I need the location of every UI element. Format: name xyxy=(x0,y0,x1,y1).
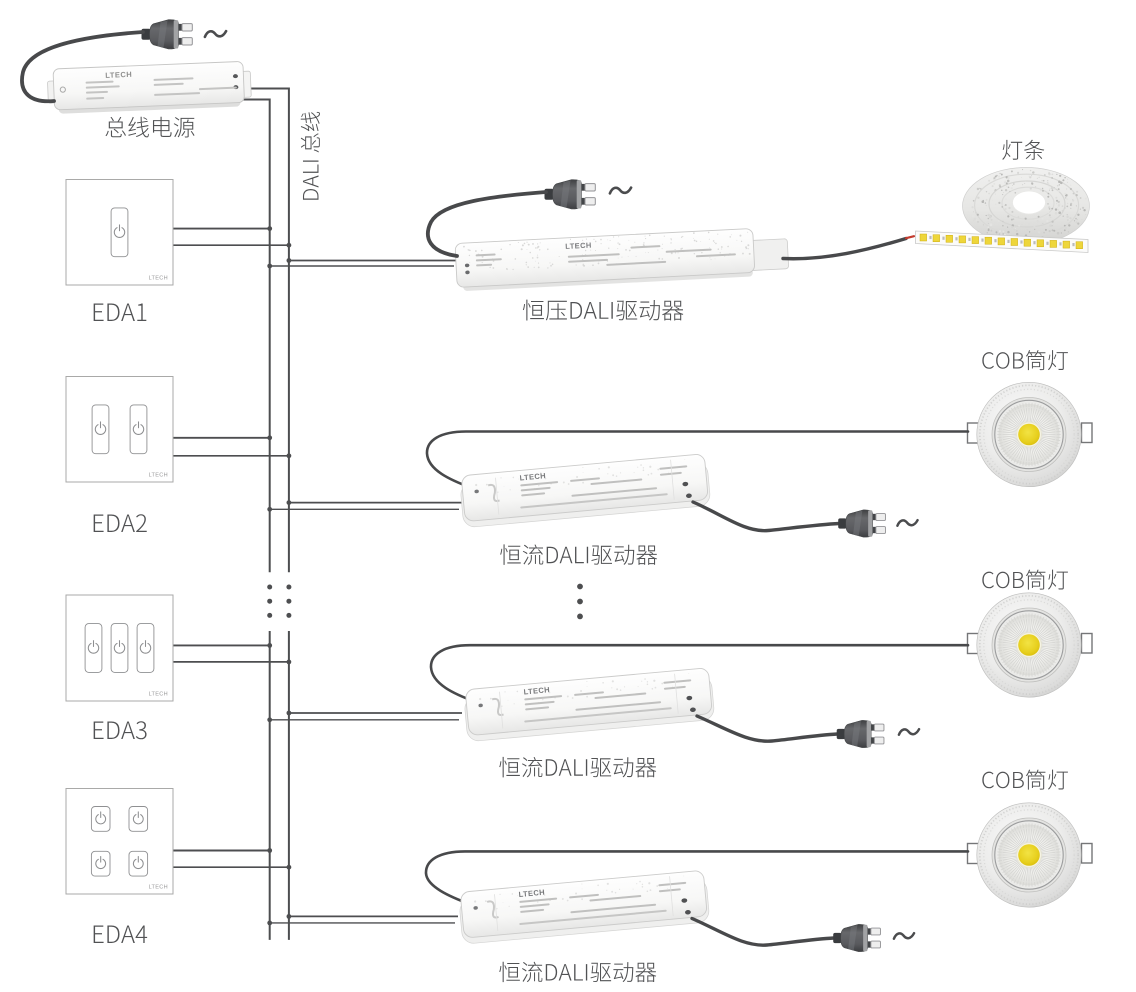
svg-text:LTECH: LTECH xyxy=(565,241,592,251)
svg-text:LTECH: LTECH xyxy=(149,473,168,479)
svg-text:LTECH: LTECH xyxy=(149,885,168,891)
svg-text:LTECH: LTECH xyxy=(149,692,168,698)
svg-text:LTECH: LTECH xyxy=(105,70,132,80)
svg-text:LTECH: LTECH xyxy=(149,276,168,282)
